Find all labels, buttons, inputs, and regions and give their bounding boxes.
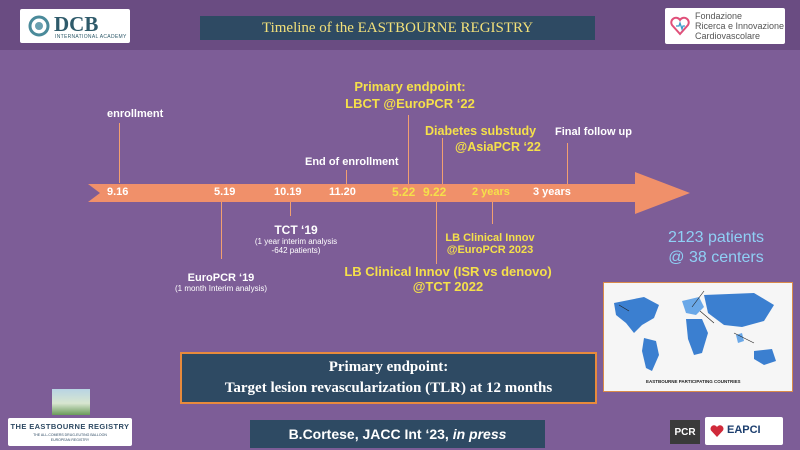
tick-diabetes [442, 138, 443, 184]
foundation-line2: Ricerca e Innovazione [695, 21, 785, 31]
foundation-logo: Fondazione Ricerca e Innovazione Cardiov… [665, 8, 785, 44]
date-2-years: 2 years [472, 186, 510, 198]
tick-primary-endpoint [408, 115, 409, 184]
event-lb-innov-line1: LB Clinical Innov [445, 232, 535, 244]
world-map-graphic [604, 283, 792, 391]
tick-enrollment [119, 123, 120, 183]
eastbourne-logo-line2: THE ALL-COMERS DRUG-EUTING BALLOON [33, 433, 107, 437]
citation-in-press: in press [452, 426, 507, 442]
event-enrollment: enrollment [107, 108, 164, 120]
eastbourne-logo-line3: EUROPEAN REGISTRY [50, 438, 90, 442]
event-primary-endpoint-line2: LBCT @EuroPCR ‘22 [345, 96, 475, 111]
eastbourne-logo-line1: THE EASTBOURNE REGISTRY [10, 422, 130, 431]
foundation-line1: Fondazione [695, 11, 743, 21]
primary-endpoint-line1: Primary endpoint: [328, 359, 449, 375]
tick-europcr19 [221, 202, 222, 259]
tick-tct19 [290, 202, 291, 216]
pcr-logo-text: PCR [674, 426, 696, 438]
world-map: EASTBOURNE PARTICIPATING COUNTRIES [603, 282, 793, 392]
eastbourne-logo: THE EASTBOURNE REGISTRY THE ALL-COMERS D… [8, 418, 132, 446]
dcb-logo-subtitle: INTERNATIONAL ACADEMY [55, 34, 127, 40]
stats-patients: 2123 patients [667, 229, 765, 246]
stats-block: 2123 patients @ 38 centers [650, 228, 782, 268]
event-europcr19: EuroPCR ‘19 (1 month Interim analysis) [160, 272, 282, 293]
event-primary-endpoint-line1: Primary endpoint: [354, 79, 466, 94]
event-diabetes-line2: @AsiaPCR ‘22 [455, 140, 541, 154]
event-lb-innov-line2: @EuroPCR 2023 [446, 244, 534, 256]
tick-end-enrollment [346, 170, 347, 184]
tick-2years [492, 202, 493, 224]
event-lb-isr-line1: LB Clinical Innov (ISR vs denovo) [344, 264, 552, 279]
primary-endpoint-line2: Target lesion revascularization (TLR) at… [224, 380, 553, 396]
eapci-logo: EAPCI [705, 417, 783, 445]
eapci-logo-text: EAPCI [727, 424, 761, 436]
dcb-swirl-icon [28, 15, 50, 37]
primary-endpoint-box: Primary endpoint: Target lesion revascul… [180, 352, 597, 404]
stats-centers: @ 38 centers [668, 249, 764, 266]
event-europcr19-title: EuroPCR ‘19 [187, 272, 255, 284]
tick-final-followup [567, 143, 568, 184]
slide-title: Timeline of the EASTBOURNE REGISTRY [200, 16, 595, 40]
heart-icon [670, 16, 690, 36]
event-diabetes-line1: Diabetes substudy [425, 124, 537, 138]
event-tct19-title: TCT ‘19 [274, 223, 318, 237]
date-9-16: 9.16 [107, 186, 129, 198]
foundation-line3: Cardiovascolare [695, 31, 761, 41]
event-final-followup: Final follow up [555, 126, 632, 138]
event-tct19-sub2: -642 patients) [271, 246, 321, 255]
date-5-22: 5.22 [392, 185, 416, 199]
event-lb-innov: LB Clinical Innov @EuroPCR 2023 [430, 232, 550, 256]
dcb-logo-mark: DCB [54, 12, 99, 36]
event-europcr19-sub: (1 month Interim analysis) [174, 284, 268, 293]
citation-text: B.Cortese, JACC Int ‘23, [288, 426, 453, 442]
world-map-caption: EASTBOURNE PARTICIPATING COUNTRIES [646, 379, 741, 384]
event-lb-isr-line2: @TCT 2022 [412, 279, 484, 294]
cliff-photo [52, 389, 90, 415]
event-tct19: TCT ‘19 (1 year interim analysis -642 pa… [240, 223, 352, 255]
event-tct19-sub1: (1 year interim analysis [254, 237, 338, 246]
date-9-22: 9.22 [423, 185, 447, 199]
date-10-19: 10.19 [274, 186, 302, 198]
citation-bar: B.Cortese, JACC Int ‘23, in press [250, 420, 545, 448]
date-11-20: 11.20 [329, 186, 356, 198]
eapci-heart-icon [710, 425, 724, 437]
event-lb-isr: LB Clinical Innov (ISR vs denovo) @TCT 2… [328, 264, 568, 294]
date-5-19: 5.19 [214, 186, 236, 198]
event-end-enrollment: End of enrollment [305, 156, 399, 168]
dcb-logo: DCB INTERNATIONAL ACADEMY [20, 9, 130, 43]
tick-lb-innov [436, 202, 437, 264]
pcr-logo: PCR [670, 420, 700, 444]
date-3-years: 3 years [533, 186, 571, 198]
